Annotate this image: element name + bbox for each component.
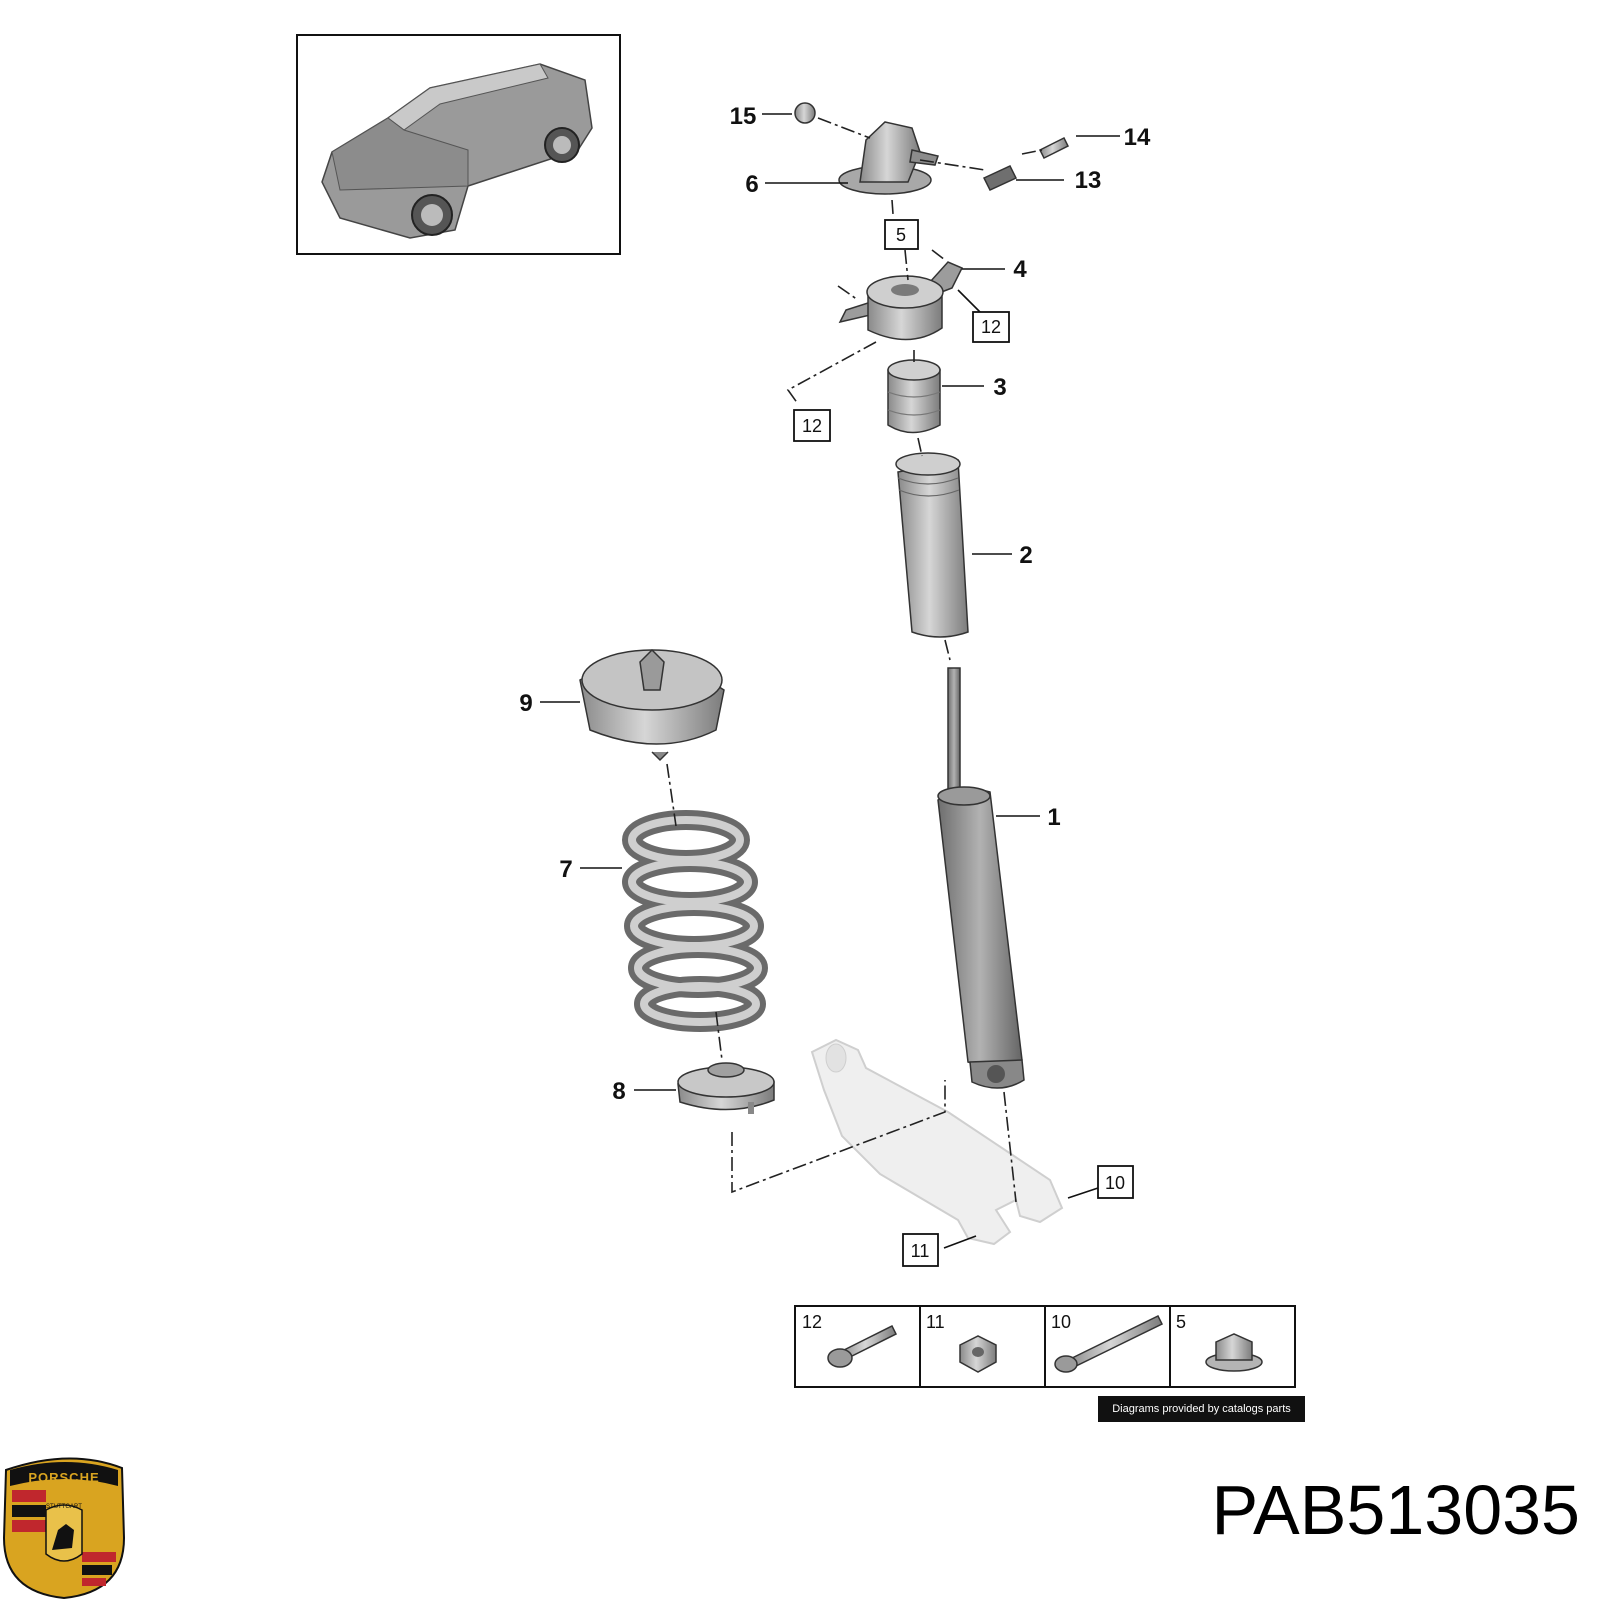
callout-15: 15 [730,103,757,130]
part-13-sensor [982,165,1018,191]
svg-text:12: 12 [802,416,822,436]
svg-text:11: 11 [911,1241,930,1261]
part-8-lower-spring-seat [677,1062,775,1114]
svg-text:12: 12 [981,317,1001,337]
fastener-ref-12: 12 [802,1312,822,1332]
assembly-lines [666,117,1043,1203]
flange-nut-icon [959,1335,997,1373]
callout-2: 2 [1019,542,1032,569]
part-15-cap [794,102,816,124]
boxed-ref-12-upper: 12 [972,311,1010,343]
part-number: PAB513035 [1211,1471,1580,1549]
part-6-sensor-bracket [838,121,939,195]
fastener-table: 12 11 10 5 [794,1305,1296,1388]
fastener-cell-10: 10 [1051,1312,1164,1373]
bolt-with-washer-icon [827,1324,898,1368]
porsche-wordmark: PORSCHE [28,1470,99,1485]
callout-6: 6 [745,171,758,198]
callout-13: 13 [1075,167,1102,194]
svg-text:10: 10 [1105,1173,1125,1193]
part-2-dust-boot [895,452,969,638]
callout-1: 1 [1047,804,1060,831]
fastener-ref-10: 10 [1051,1312,1071,1332]
part-4-top-mount [838,261,964,341]
part-3-bump-stop [887,359,941,434]
callout-14: 14 [1124,124,1151,151]
boxed-refs: 5 12 12 10 11 [793,219,1134,1267]
boxed-ref-11: 11 [902,1233,939,1267]
part-7-coil-spring [622,810,768,1032]
diagram-credit: Diagrams provided by catalogs parts [1098,1396,1305,1422]
callout-3: 3 [993,374,1006,401]
hex-flange-nut-icon [1205,1333,1263,1372]
part-1-shock-absorber [937,667,1025,1089]
boxed-ref-10: 10 [1097,1165,1134,1199]
porsche-crest-logo: PORSCHE STUTTGART [2,1457,126,1600]
boxed-ref-5: 5 [884,219,919,250]
callout-9: 9 [519,690,532,717]
callout-numbers: 15 14 13 6 4 3 2 1 9 7 8 [519,103,1151,1105]
stuttgart-label: STUTTGART [46,1504,82,1510]
fastener-cell-11: 11 [926,1312,997,1373]
vehicle-thumbnail [296,34,621,255]
part-14-bolt [1038,136,1070,160]
part-9-upper-spring-seat [579,648,725,762]
svg-text:5: 5 [896,225,906,245]
control-arm-ghost [810,1038,1064,1246]
fastener-cell-12: 12 [802,1312,898,1368]
callout-7: 7 [559,856,572,883]
callout-8: 8 [612,1078,625,1105]
fastener-ref-11: 11 [926,1312,945,1332]
callout-4: 4 [1013,256,1027,283]
leader-lines [540,113,1120,1249]
fastener-cell-5: 5 [1176,1312,1263,1372]
fastener-ref-5: 5 [1176,1312,1186,1332]
boxed-ref-12-lower: 12 [793,409,831,442]
long-bolt-icon [1054,1314,1164,1373]
